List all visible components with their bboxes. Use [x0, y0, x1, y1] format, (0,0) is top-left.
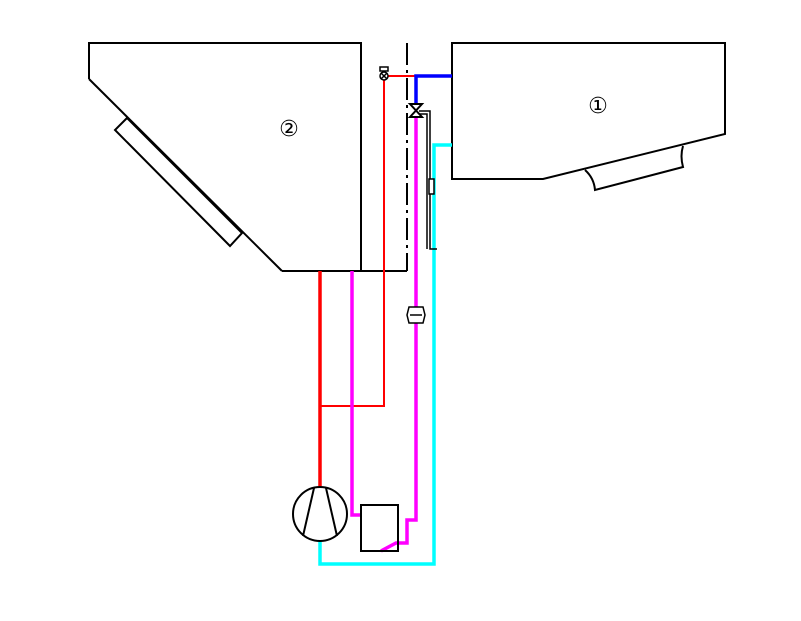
accumulator — [360, 504, 399, 552]
liquid-pipe — [414, 74, 452, 104]
indoor-unit-2 — [88, 42, 407, 272]
unit-2-label: ② — [279, 117, 299, 142]
unit-2-outline — [88, 42, 362, 271]
unit-1-panel — [584, 145, 685, 192]
expansion-valve-icon — [407, 103, 425, 118]
sensor-bulb — [428, 178, 435, 195]
filter-drier-icon — [406, 306, 426, 324]
evaporator-line — [380, 117, 418, 553]
outdoor-unit-1 — [451, 42, 726, 192]
solenoid-valve-icon — [379, 66, 389, 81]
return-line — [350, 271, 362, 517]
hot-gas-bypass-pipe — [320, 75, 416, 407]
suction-pipe — [318, 143, 452, 566]
compressor-icon — [292, 486, 348, 542]
unit-2-panel — [113, 116, 244, 248]
unit-2-slope — [88, 78, 283, 272]
capillary-tube-inner — [419, 113, 428, 249]
unit-1-label: ① — [588, 94, 608, 119]
unit-1-outline — [451, 42, 726, 180]
